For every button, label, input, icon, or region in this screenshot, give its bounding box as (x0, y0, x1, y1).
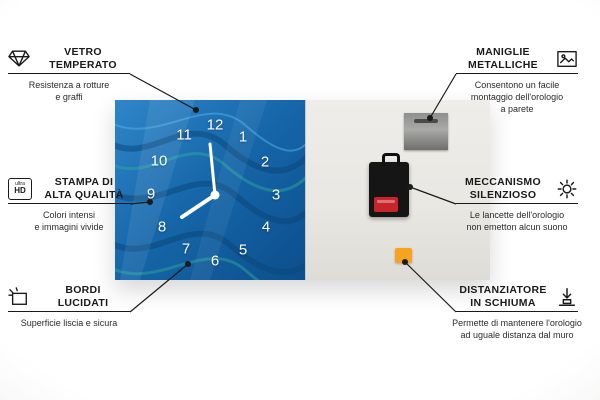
callout-title-line: LUCIDATI (57, 296, 109, 309)
callout-title: VETRO TEMPERATO (36, 46, 130, 71)
foam-spacer-icon (556, 286, 578, 308)
callout-title: BORDI LUCIDATI (36, 284, 130, 309)
callout-title: MECCANISMO SILENZIOSO (456, 176, 550, 201)
callout-title: MANIGLIE METALLICHE (456, 46, 550, 71)
callout-subtitle-line: e graffi (55, 92, 83, 103)
callout-subtitle-line: e immagini vivide (34, 222, 104, 233)
callout-subtitle: Permette di mantenere l'orologio ad ugua… (452, 317, 582, 341)
callout-subtitle: Colori intensi e immagini vivide (34, 209, 103, 233)
callout-title-line: SILENZIOSO (469, 188, 537, 201)
clock-back-view (305, 100, 490, 280)
callout-subtitle: Le lancette dell'orologio non emetton al… (466, 209, 567, 233)
clock-front-view: 12 1 2 3 4 5 6 7 8 9 10 11 (115, 100, 305, 280)
callout-title-line: MECCANISMO (465, 175, 541, 188)
callout-stampa-alta-qualita: ultra HD STAMPA DI ALTA QUALITÀ Colori i… (8, 176, 130, 233)
callout-title-line: TEMPERATO (49, 58, 117, 71)
callout-maniglie-metalliche: MANIGLIE METALLICHE Consentono un facile… (456, 46, 578, 115)
callout-subtitle-line: Consentono un facile (474, 80, 560, 90)
badge-text: ultra (15, 181, 25, 187)
callout-subtitle-line: non emetton alcun suono (466, 222, 568, 233)
metal-hanger-plate (404, 113, 448, 150)
clock-number-5: 5 (238, 241, 248, 259)
clock-number-7: 7 (181, 240, 191, 258)
ultra-hd-badge: ultra HD (8, 177, 32, 200)
callout-subtitle: Superficie liscia e sicura (21, 317, 118, 329)
callout-header: MANIGLIE METALLICHE (456, 46, 578, 74)
callout-distanziatore-schiuma: DISTANZIATORE IN SCHIUMA Permette di man… (452, 284, 582, 341)
battery (374, 197, 398, 212)
clock-number-6: 6 (210, 252, 220, 270)
callout-subtitle-line: Colori intensi (42, 210, 96, 220)
callout-subtitle: Consentono un facile montaggio dell'orol… (471, 79, 563, 115)
callout-title-line: ALTA QUALITÀ (44, 188, 124, 201)
callout-subtitle-line: montaggio dell'orologio (470, 92, 564, 103)
callout-vetro-temperato: VETRO TEMPERATO Resistenza a rotture e g… (8, 46, 130, 103)
callout-header: DISTANZIATORE IN SCHIUMA (456, 284, 578, 312)
callout-title: DISTANZIATORE IN SCHIUMA (456, 284, 550, 309)
callout-subtitle-line: a parete (500, 104, 534, 115)
clock-number-4: 4 (261, 218, 271, 236)
callout-header: VETRO TEMPERATO (8, 46, 130, 74)
clock-product-image: 12 1 2 3 4 5 6 7 8 9 10 11 (115, 100, 490, 280)
clock-number-11: 11 (176, 126, 192, 144)
diamond-icon (8, 49, 30, 68)
callout-subtitle-line: Permette di mantenere l'orologio (452, 318, 582, 328)
clock-number-10: 10 (150, 152, 168, 170)
callout-title-line: IN SCHIUMA (470, 296, 536, 309)
abstract-blue-print (115, 100, 305, 280)
callout-title-line: VETRO (64, 45, 102, 58)
callout-title: STAMPA DI ALTA QUALITÀ (38, 176, 130, 201)
callout-subtitle-line: ad uguale distanza dal muro (460, 330, 574, 341)
callout-title-line: STAMPA DI (54, 175, 114, 188)
clock-number-3: 3 (271, 186, 281, 204)
hanger-slot (414, 119, 438, 123)
callout-bordi-lucidati: BORDI LUCIDATI Superficie liscia e sicur… (8, 284, 130, 329)
callout-header: MECCANISMO SILENZIOSO (456, 176, 578, 204)
clock-number-9: 9 (146, 185, 156, 203)
clock-mechanism (369, 153, 409, 217)
callout-title-line: MANIGLIE (476, 45, 530, 58)
clock-number-8: 8 (157, 218, 167, 236)
callout-title-line: DISTANZIATORE (459, 283, 547, 296)
callout-subtitle-line: Le lancette dell'orologio (469, 210, 565, 220)
picture-frame-icon (556, 49, 578, 69)
badge-text: HD (14, 186, 26, 195)
callout-meccanismo-silenzioso: MECCANISMO SILENZIOSO Le lancette dell'o… (456, 176, 578, 233)
callout-subtitle-line: Resistenza a rotture (28, 80, 110, 90)
callout-subtitle-line: Superficie liscia e sicura (20, 318, 118, 328)
ultra-hd-icon: ultra HD (8, 177, 32, 200)
clock-hands (180, 142, 220, 219)
clock-number-2: 2 (260, 153, 270, 171)
callout-header: ultra HD STAMPA DI ALTA QUALITÀ (8, 176, 130, 204)
foam-spacer (395, 248, 412, 263)
polished-edge-icon (8, 286, 30, 307)
callout-header: BORDI LUCIDATI (8, 284, 130, 312)
callout-subtitle: Resistenza a rotture e graffi (29, 79, 110, 103)
callout-title-line: METALLICHE (468, 58, 538, 71)
clock-number-12: 12 (206, 116, 224, 134)
callout-title-line: BORDI (65, 283, 101, 296)
gear-icon (556, 178, 578, 200)
clock-number-1: 1 (238, 128, 248, 146)
